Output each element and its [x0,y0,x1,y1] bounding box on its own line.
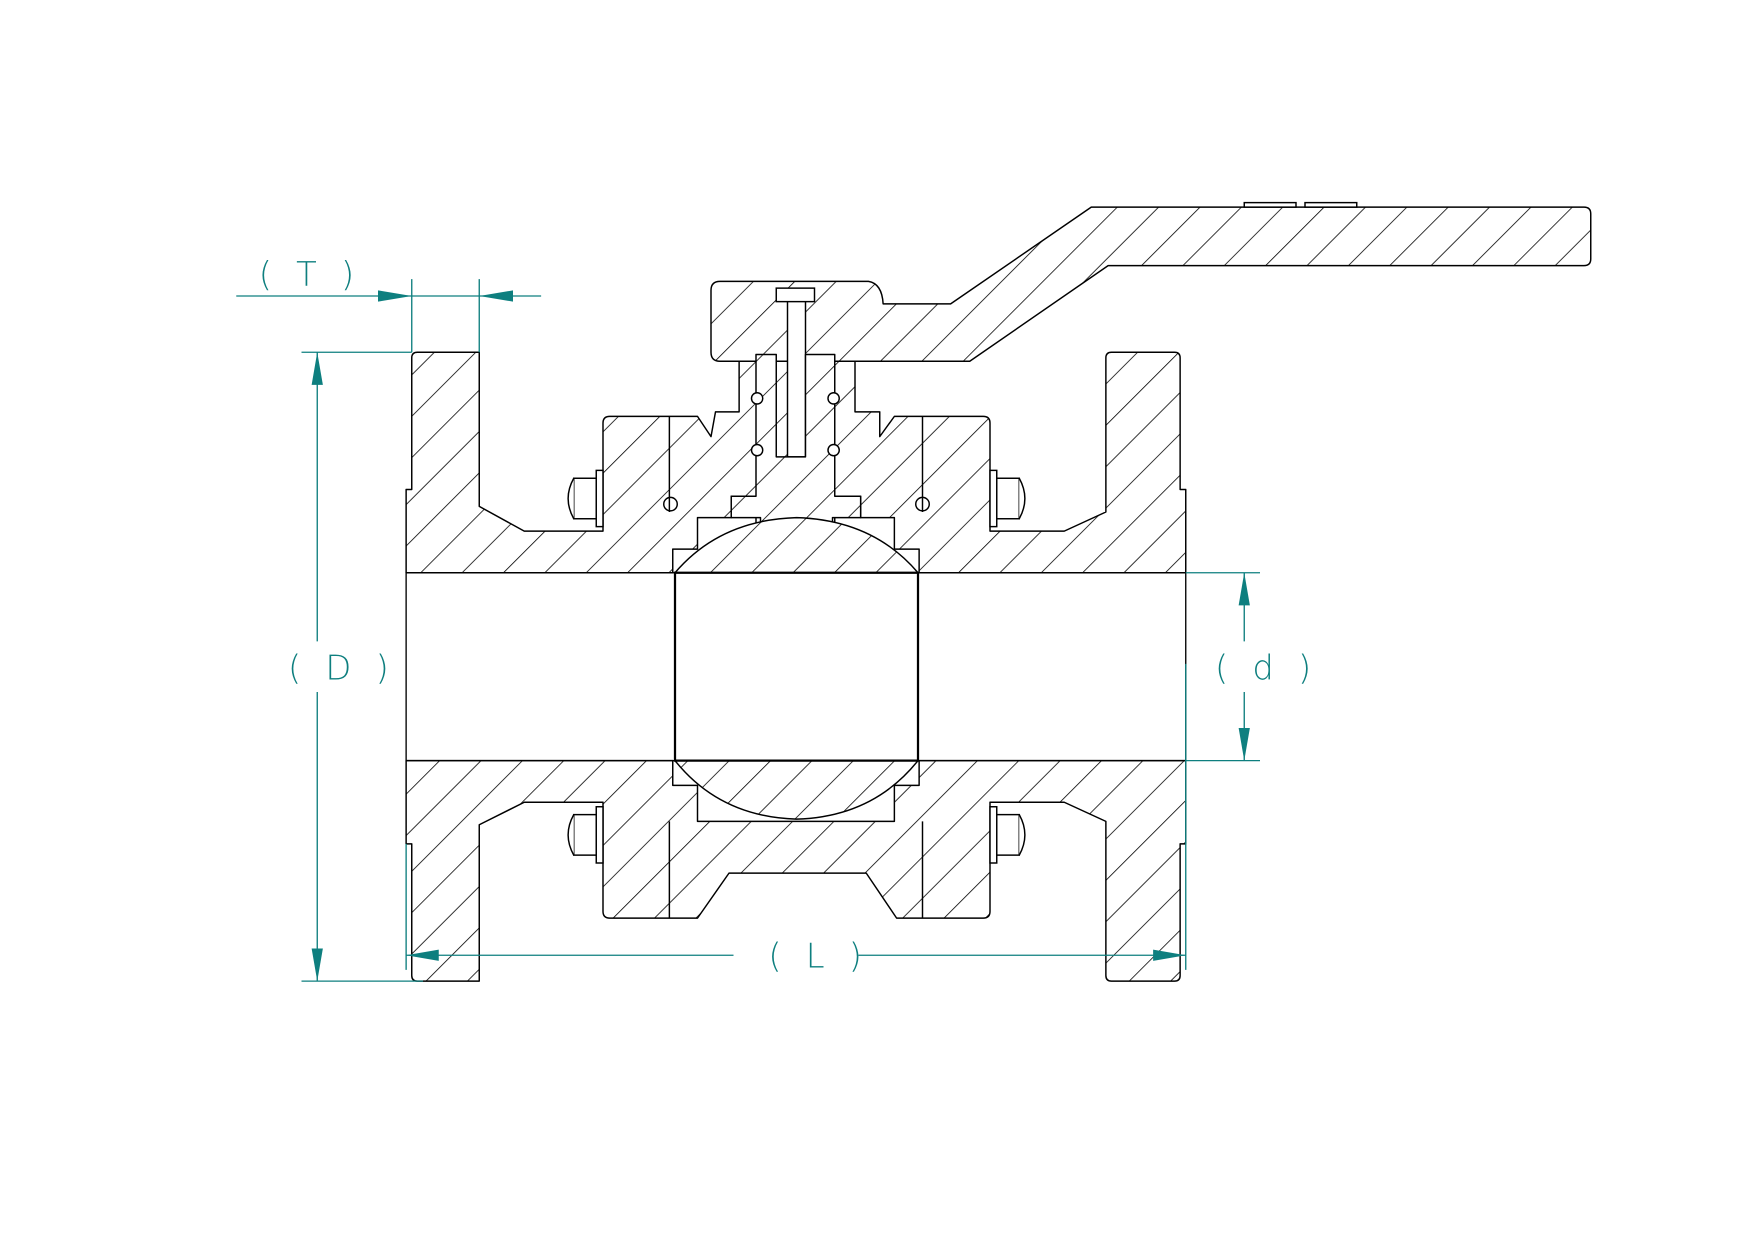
dimension-label-D: ( D ) [288,649,396,688]
valve-stem [786,289,807,458]
ball [674,516,919,574]
ball-bore [673,571,920,762]
body-lower [405,759,1187,982]
dimension-T: ( T ) [236,255,542,353]
ball [674,759,919,820]
dimension-d: ( d ) [1185,572,1318,762]
dimension-label-d: ( d ) [1215,649,1318,688]
stem-top [775,287,816,303]
dimension-label-L: ( L ) [768,937,868,976]
stem-body [730,353,862,548]
handle-marking [1243,201,1297,208]
dimension-L: ( L ) [405,663,1187,976]
dimension-D: ( D ) [288,351,423,982]
handle-lever [710,206,1592,362]
handle-marking [1304,201,1358,208]
dimension-label-T: ( T ) [259,255,361,294]
bolts [567,469,1026,864]
